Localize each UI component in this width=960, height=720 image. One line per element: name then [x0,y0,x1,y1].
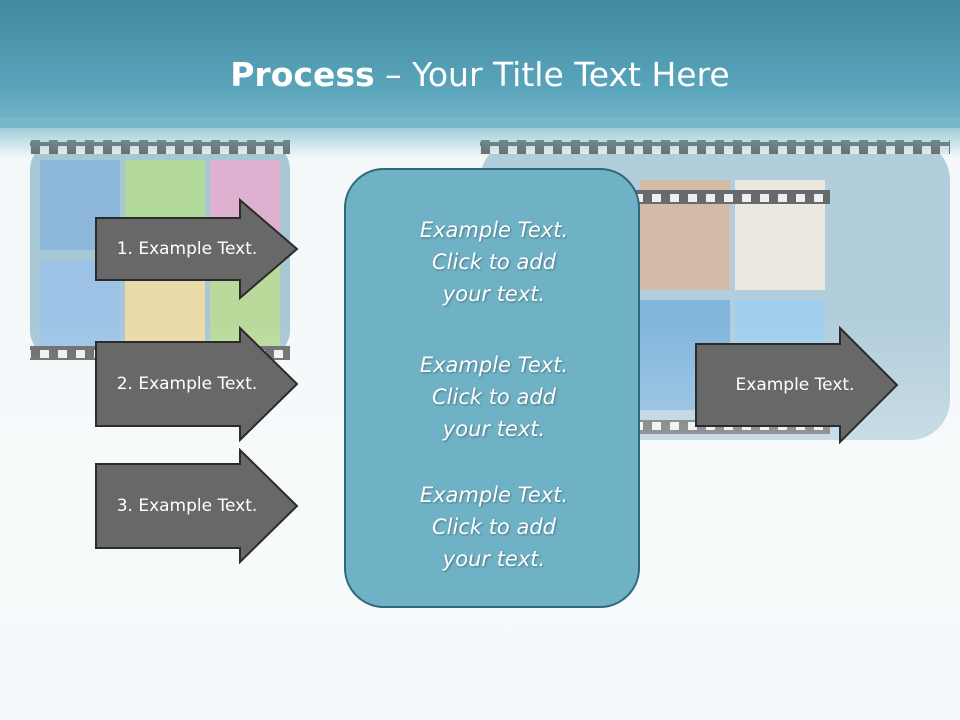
center-line: Click to add [431,250,556,274]
page-title-rest: – Your Title Text Here [374,55,730,94]
center-line: your text. [442,417,546,441]
arrow-shape-right [695,326,899,444]
center-line: your text. [442,282,546,306]
center-paragraph-1: Example Text. Click to add your text. [346,214,642,310]
center-line: your text. [442,547,546,571]
arrow-label-1: 1. Example Text. [116,239,258,259]
center-line: Example Text. [419,218,569,242]
arrow-shape-2 [95,326,299,442]
center-line: Click to add [431,515,556,539]
center-paragraph-2: Example Text. Click to add your text. [346,349,642,445]
arrow-label-2: 2. Example Text. [116,374,258,394]
center-text-box: Example Text. Click to add your text. Ex… [344,168,640,608]
page-title-strong: Process [230,55,375,94]
center-paragraph-3: Example Text. Click to add your text. [346,479,642,575]
center-line: Example Text. [419,483,569,507]
arrow-shape-3 [95,448,299,564]
arrow-label-right: Example Text. [735,375,855,395]
center-line: Example Text. [419,353,569,377]
title-banner [0,0,960,128]
title-banner-fade [0,118,960,158]
center-line: Click to add [431,385,556,409]
arrow-label-3: 3. Example Text. [116,496,258,516]
arrow-shape-1 [95,198,299,300]
page-title: Process – Your Title Text Here [0,52,960,98]
